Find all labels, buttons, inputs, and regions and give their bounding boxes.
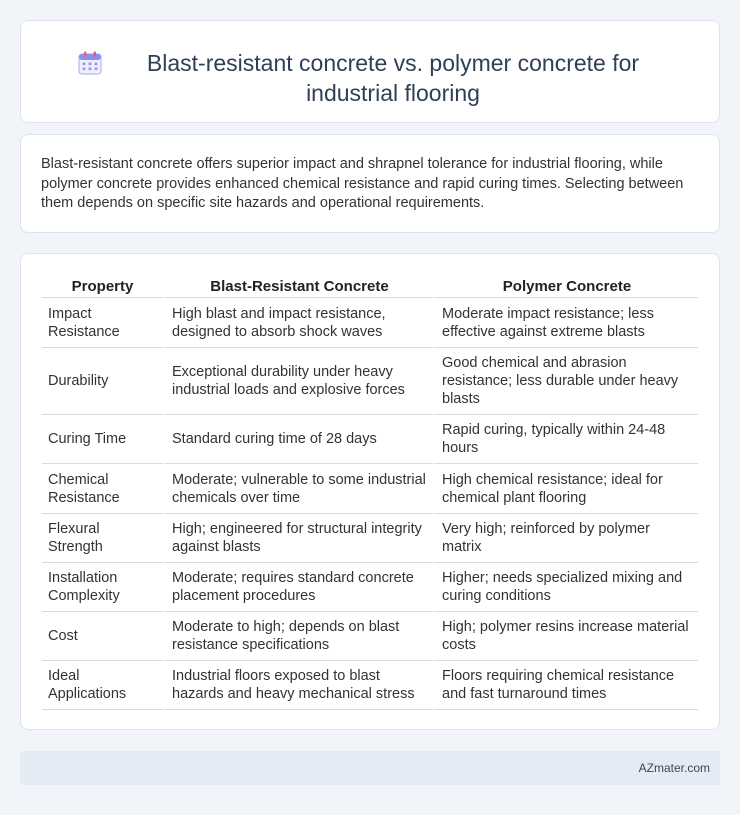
footer-bar: AZmater.com [20, 751, 720, 785]
polymer-cell: Higher; needs specialized mixing and cur… [433, 563, 698, 612]
property-cell: Curing Time [42, 415, 163, 464]
polymer-cell: Very high; reinforced by polymer matrix [433, 514, 698, 563]
table-row: Chemical Resistance Moderate; vulnerable… [42, 464, 698, 514]
property-cell: Cost [42, 612, 163, 661]
comparison-table: Property Blast-Resistant Concrete Polyme… [42, 274, 698, 710]
title-card: Blast-resistant concrete vs. polymer con… [20, 20, 720, 123]
column-header: Blast-Resistant Concrete [163, 274, 433, 298]
polymer-cell: Rapid curing, typically within 24-48 hou… [433, 415, 698, 464]
table-row: Cost Moderate to high; depends on blast … [42, 612, 698, 661]
polymer-cell: High chemical resistance; ideal for chem… [433, 464, 698, 514]
blast-resistant-cell: Moderate; requires standard concrete pla… [163, 563, 433, 612]
table-card: Property Blast-Resistant Concrete Polyme… [20, 253, 720, 730]
title-row: Blast-resistant concrete vs. polymer con… [21, 21, 719, 108]
summary-card: Blast-resistant concrete offers superior… [20, 134, 720, 233]
property-cell: Ideal Applications [42, 661, 163, 710]
property-cell: Installation Complexity [42, 563, 163, 612]
column-header: Property [42, 274, 163, 298]
blast-resistant-cell: Exceptional durability under heavy indus… [163, 348, 433, 415]
footer-site-link[interactable]: AZmater.com [638, 761, 710, 775]
property-cell: Chemical Resistance [42, 464, 163, 514]
property-cell: Flexural Strength [42, 514, 163, 563]
polymer-cell: Good chemical and abrasion resistance; l… [433, 348, 698, 415]
table-row: Flexural Strength High; engineered for s… [42, 514, 698, 563]
summary-text: Blast-resistant concrete offers superior… [41, 156, 684, 211]
blast-resistant-cell: Moderate; vulnerable to some industrial … [163, 464, 433, 514]
blast-resistant-cell: High blast and impact resistance, design… [163, 298, 433, 348]
blast-resistant-cell: Moderate to high; depends on blast resis… [163, 612, 433, 661]
table-header-row: Property Blast-Resistant Concrete Polyme… [42, 274, 698, 298]
property-cell: Impact Resistance [42, 298, 163, 348]
table-row: Installation Complexity Moderate; requir… [42, 563, 698, 612]
table-row: Curing Time Standard curing time of 28 d… [42, 415, 698, 464]
page-title: Blast-resistant concrete vs. polymer con… [146, 50, 640, 106]
property-cell: Durability [42, 348, 163, 415]
column-header: Polymer Concrete [433, 274, 698, 298]
table-row: Impact Resistance High blast and impact … [42, 298, 698, 348]
polymer-cell: Moderate impact resistance; less effecti… [433, 298, 698, 348]
table-row: Durability Exceptional durability under … [42, 348, 698, 415]
polymer-cell: Floors requiring chemical resistance and… [433, 661, 698, 710]
polymer-cell: High; polymer resins increase material c… [433, 612, 698, 661]
blast-resistant-cell: Standard curing time of 28 days [163, 415, 433, 464]
blast-resistant-cell: High; engineered for structural integrit… [163, 514, 433, 563]
calendar-icon [78, 51, 102, 75]
table-row: Ideal Applications Industrial floors exp… [42, 661, 698, 710]
blast-resistant-cell: Industrial floors exposed to blast hazar… [163, 661, 433, 710]
